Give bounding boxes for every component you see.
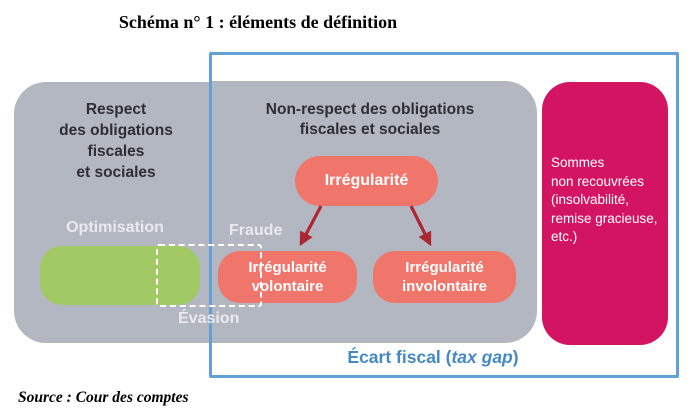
evasion-dashed-outline	[156, 244, 262, 307]
sommes-non-recouvrees-label: Sommes non recouvrées (insolvabilité, re…	[551, 155, 658, 244]
irregularite-box: Irrégularité	[295, 156, 438, 206]
evasion-label: Évasion	[178, 310, 240, 327]
respect-zone-label: Respect des obligations fiscales et soci…	[59, 101, 173, 181]
source-note: Source : Cour des comptes	[18, 389, 189, 406]
optimisation-label: Optimisation	[66, 219, 164, 236]
ecart-fiscal-frame	[209, 52, 679, 378]
fraude-label: Fraude	[229, 222, 283, 239]
ecart-fiscal-label: Écart fiscal (tax gap)	[308, 347, 558, 368]
tax-gap-italic-text: tax gap	[451, 347, 513, 367]
optimisation-shape	[40, 246, 200, 305]
page-title: Schéma n° 1 : éléments de définition	[118, 12, 398, 32]
irregularite-volontaire-box: Irrégularité volontaire	[218, 251, 357, 303]
ecart-fiscal-text-close: )	[512, 347, 519, 367]
non-respect-zone-label: Non-respect des obligations fiscales et …	[265, 101, 475, 138]
ecart-fiscal-text: Écart fiscal (	[347, 347, 452, 367]
sommes-non-recouvrees-box	[542, 82, 668, 345]
irregularite-involontaire-box: Irrégularité involontaire	[373, 251, 516, 303]
